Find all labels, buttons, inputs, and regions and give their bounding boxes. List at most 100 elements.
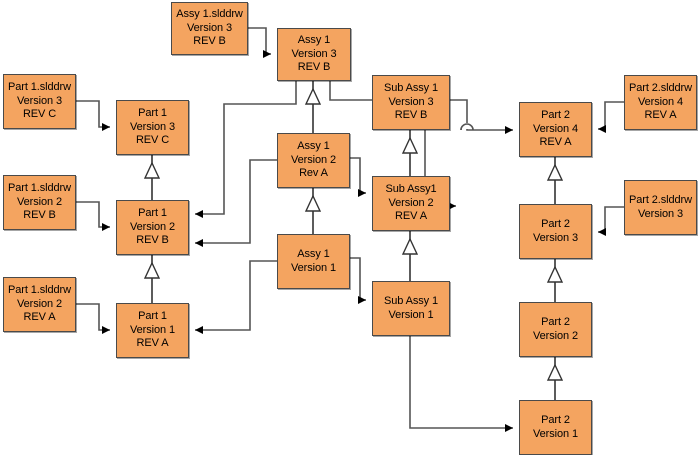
arrowhead — [263, 50, 271, 58]
node-label-line: Version 2 — [17, 195, 62, 208]
node-label-line: Version 3 — [388, 95, 434, 108]
edge-g-p1v3-p1v2 — [143, 155, 161, 200]
node-label-line: Version 3 — [638, 207, 683, 220]
generalization-arrowhead — [304, 194, 322, 212]
generalization-arrowhead — [143, 261, 161, 279]
arrowhead — [505, 424, 513, 432]
node-label-line: Version 4 — [638, 95, 683, 108]
node-label-line: Part 1 — [138, 207, 167, 220]
node-label-line: Part 1.slddrw — [8, 81, 71, 94]
node-label-line: REV B — [136, 234, 169, 247]
node-label-line: Assy 1 — [297, 140, 330, 153]
node-label-line: Part 2 — [541, 316, 570, 328]
node-label-line: Version 3 — [533, 231, 578, 244]
edge-g-p1v2-p1v1 — [143, 255, 161, 303]
node-label-line: Part 2 — [541, 218, 570, 230]
node-label-line: Rev A — [299, 167, 328, 180]
edge-g-assy3-assy2 — [304, 81, 322, 133]
node-label-line: Part 1 — [138, 107, 167, 120]
edge-e-p1drw3-p1v3 — [76, 100, 110, 131]
generalization-arrowhead — [401, 237, 419, 255]
generalization-arrowhead — [304, 87, 322, 105]
node-label-line: Part 2 — [541, 414, 570, 426]
arrowhead — [598, 228, 606, 236]
node-label-line: Part 1.slddrw — [8, 284, 71, 297]
generalization-arrowhead — [143, 161, 161, 179]
edge-g-p2v4-p2v3 — [546, 157, 564, 204]
node-label-line: REV B — [297, 61, 331, 74]
node-label-line: REV A — [23, 311, 56, 324]
edge-g-sub3-sub2 — [401, 130, 419, 176]
edge-g-p2v2-p2v1 — [546, 357, 564, 400]
node-label-line: Part 2.slddrw — [629, 82, 692, 95]
edge-g-p2v3-p2v2 — [546, 259, 564, 302]
node-label-line: Assy 1.slddrw — [176, 8, 243, 21]
arrowhead — [102, 326, 110, 334]
node-label-line: Version 2 — [291, 153, 336, 166]
arrowhead — [102, 123, 110, 131]
node-label-line: Sub Assy 1 — [383, 82, 439, 95]
edge-e-assy1-p1v1 — [195, 260, 277, 334]
arrowhead — [598, 125, 606, 133]
node-label-line: Version 2 — [533, 329, 578, 342]
node-label-line: REV A — [539, 136, 572, 149]
node-label-line: Part 2.slddrw — [629, 194, 692, 206]
node-label-line: Part 1.slddrw — [8, 182, 71, 195]
edge-e-p1drw2a-p1v1 — [76, 303, 110, 334]
node-label-line: Part 1 — [138, 310, 167, 323]
edge-e-p1drw2b-p1v2 — [76, 201, 110, 231]
edge-e-drw3-assy3 — [248, 27, 271, 58]
node-label-line: Version 3 — [17, 94, 62, 107]
node-label-line: Version 4 — [533, 122, 578, 135]
arrowhead — [195, 239, 203, 247]
node-label-line: Version 2 — [130, 220, 175, 233]
edge-e-assy1-subassy1 — [350, 257, 366, 304]
edge-e-p2drw4-p2v4 — [598, 101, 624, 133]
node-label-line: Part 2 — [541, 109, 570, 122]
generalization-arrowhead — [546, 363, 564, 381]
generalization-arrowhead — [546, 163, 564, 181]
edge-e-p2drw3-p2v3 — [598, 206, 624, 236]
edge-e-assy2-subassy2 — [350, 157, 366, 197]
edge-e-subassy3-p2v4 — [450, 99, 513, 134]
node-label-line: Version 1 — [291, 261, 336, 274]
generalization-arrowhead — [546, 265, 564, 283]
arrowhead — [358, 296, 366, 304]
arrowhead — [195, 326, 203, 334]
node-label-line: Version 1 — [533, 427, 578, 440]
arrowhead — [505, 126, 513, 134]
node-label-line: Version 1 — [130, 323, 175, 336]
node-label-line: Version 1 — [388, 308, 434, 321]
edge-e-subassy1-p2v1 — [409, 336, 513, 432]
node-label-line: Version 2 — [388, 196, 434, 209]
arrowhead — [102, 223, 110, 231]
node-label-line: REV A — [395, 210, 427, 223]
edge-e-assy2-p1v2 — [195, 159, 277, 247]
node-label-line: Sub Assy1 — [385, 183, 437, 196]
node-label-line: Version 2 — [17, 297, 62, 310]
generalization-arrowhead — [401, 136, 419, 154]
node-label-line: Version 3 — [187, 21, 232, 34]
node-label-line: REV C — [135, 134, 170, 147]
arrowhead — [195, 210, 203, 218]
